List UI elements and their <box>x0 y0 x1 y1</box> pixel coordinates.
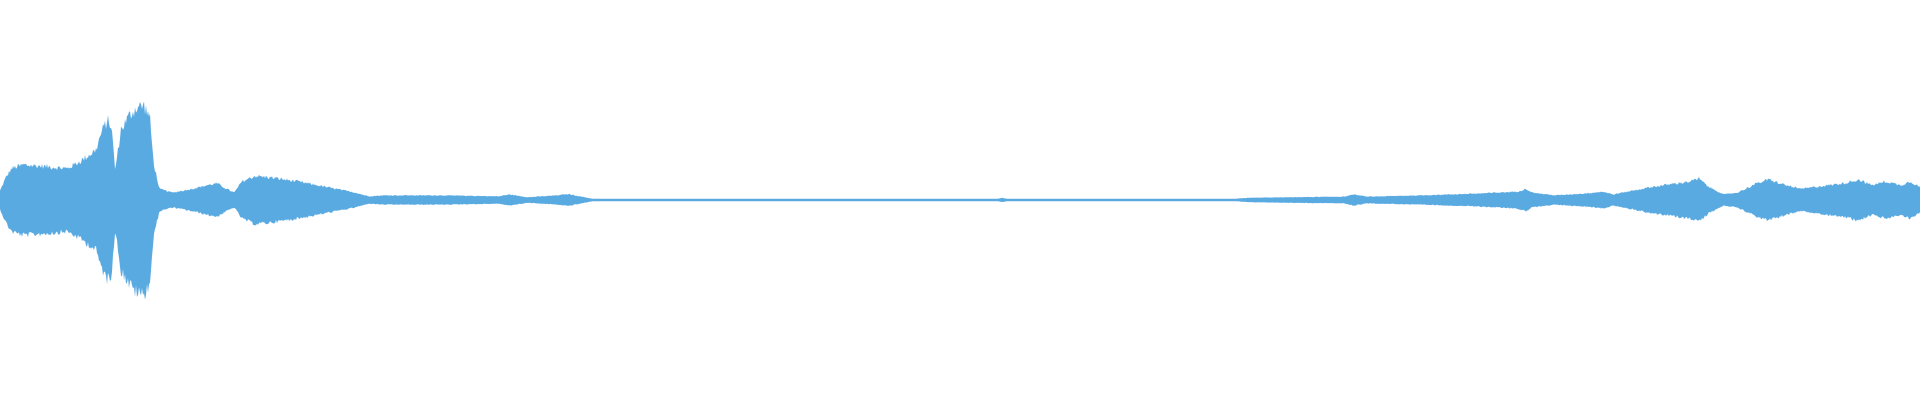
waveform-shape <box>0 101 1920 300</box>
